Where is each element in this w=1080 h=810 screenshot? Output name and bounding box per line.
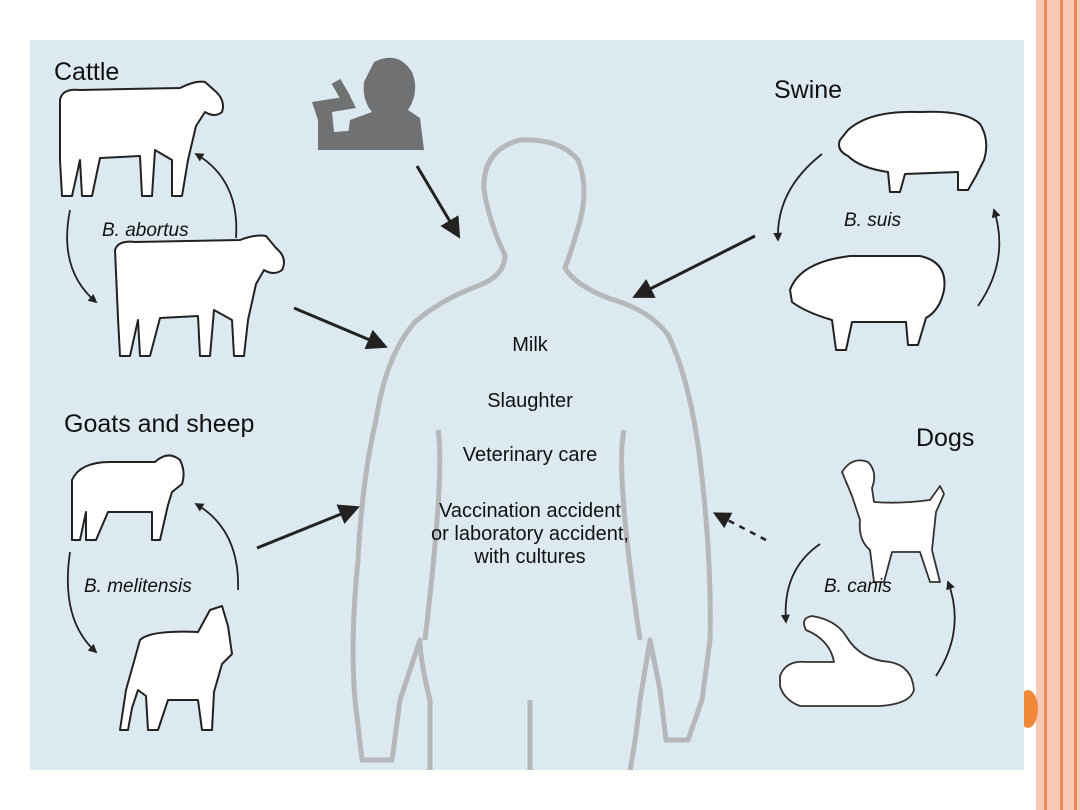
route-veterinary-care: Veterinary care	[462, 444, 598, 466]
arrow-dogs-to-human-dashed	[712, 512, 767, 542]
goats-sheep-label: Goats and sheep	[64, 410, 255, 438]
cycle-arrow-dogs-down	[780, 543, 821, 624]
arrow-swine-to-human	[632, 234, 756, 298]
route-slaughter: Slaughter	[487, 390, 573, 412]
cycle-arrow-dogs-up	[935, 580, 956, 677]
goats-sheep-species-label: B. melitensis	[84, 576, 192, 597]
cycle-arrow-cattle-down	[66, 209, 98, 304]
cattle-label: Cattle	[54, 58, 120, 86]
goat-icon	[119, 605, 233, 731]
dogs-label: Dogs	[916, 424, 975, 452]
arrow-researcher-to-human	[415, 165, 461, 239]
slide-accent-border	[1036, 0, 1080, 810]
slide-accent-line	[1060, 0, 1063, 810]
scientist-with-microscope-icon	[312, 57, 424, 150]
dog-icon	[779, 459, 945, 707]
slide-accent-line	[1044, 0, 1047, 810]
cycle-arrow-swine-down	[773, 153, 823, 242]
pig-icon	[789, 110, 988, 351]
cycle-arrow-goats-up	[194, 503, 239, 591]
human-arm-inner-left	[422, 429, 443, 641]
swine-species-label: B. suis	[844, 210, 902, 231]
swine-label: Swine	[774, 76, 843, 104]
route-milk: Milk	[512, 334, 548, 356]
cycle-arrow-goats-down	[66, 551, 98, 654]
dogs-species-label: B. canis	[824, 576, 892, 597]
arrow-cattle-to-human	[293, 306, 388, 350]
cattle-species-label: B. abortus	[102, 220, 189, 241]
human-arm-inner-right	[619, 429, 643, 641]
route-accident: Vaccination accident or laboratory accid…	[431, 500, 629, 568]
arrow-goats-to-human	[256, 504, 360, 550]
cycle-arrow-swine-up	[977, 208, 1001, 307]
cycle-arrow-cattle-up	[194, 153, 238, 239]
sheep-icon	[71, 454, 185, 541]
slide-accent-line	[1074, 0, 1077, 810]
human-outline	[350, 137, 713, 771]
cow-icon	[59, 80, 285, 357]
